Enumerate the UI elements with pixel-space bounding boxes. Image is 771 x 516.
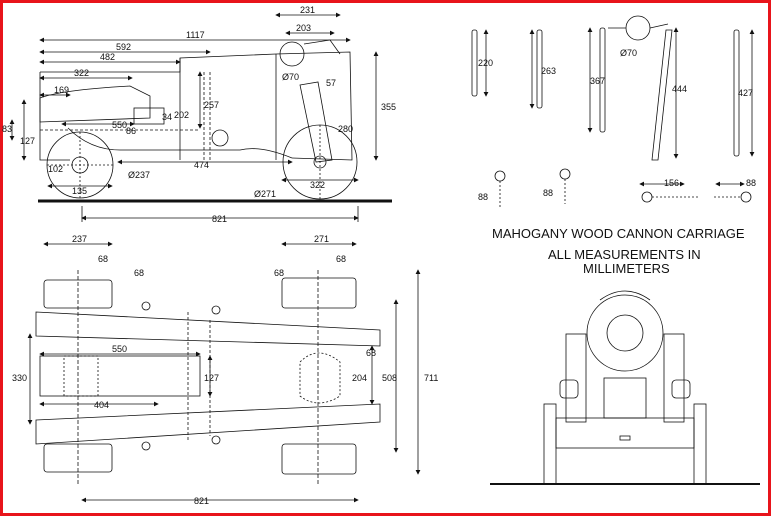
bore [606,314,644,352]
dim-plan-821: 821 [194,496,209,506]
dim-57: 57 [326,78,336,88]
dim-367: 367 [590,76,605,86]
plan-cheek-bottom [35,403,381,445]
plan-view [27,241,421,503]
dim-plan-204: 204 [352,373,367,383]
dim-203: 203 [296,23,311,33]
cheek-right [663,333,685,423]
dim-592: 592 [116,42,131,52]
rod-444 [651,29,673,161]
dim-34: 34 [162,112,172,122]
dim-135: 135 [72,186,87,196]
dim-plan-404: 404 [94,400,109,410]
plan-labels: 237 271 68 68 68 68 68 550 330 127 404 2… [12,234,438,506]
axle-tree [555,417,695,449]
dim-plan-127: 127 [204,373,219,383]
dim-plan-68c: 68 [274,268,284,278]
pin-427 [733,29,740,157]
pin-220 [471,29,478,97]
dim-220: 220 [478,58,493,68]
eyebolt-c [641,191,653,203]
plan-cheek-top [35,311,381,347]
title-line-2: ALL MEASUREMENTS IN [548,247,701,262]
dim-plan-68e: 68 [366,348,376,358]
dim-plan-330: 330 [12,373,27,383]
title-line-3: MILLIMETERS [583,261,670,276]
dim-88b: 88 [543,188,553,198]
dim-474: 474 [194,160,209,170]
dim-355: 355 [381,102,396,112]
dim-169: 169 [54,85,69,95]
dim-86: 86 [126,126,136,136]
dim-102: 102 [48,164,63,174]
dim-322-top: 322 [74,68,89,78]
pin-263 [536,29,543,109]
dim-plan-237: 237 [72,234,87,244]
dim-1117: 1117 [186,30,205,40]
lever-arm [299,81,333,163]
dim-plan-68b: 68 [134,268,144,278]
bed-front [603,377,647,419]
dim-d237: Ø237 [128,170,150,180]
parts-detail [471,15,755,208]
side-view [9,12,392,222]
dim-444: 444 [672,84,687,94]
dim-plan-508: 508 [382,373,397,383]
dim-280: 280 [338,124,353,134]
dim-plan-68d: 68 [336,254,346,264]
dim-parts-d70: Ø70 [620,48,637,58]
dim-156: 156 [664,178,679,188]
dim-plan-711: 711 [424,373,438,383]
front-view [490,290,760,485]
dim-322-bottom: 322 [310,180,325,190]
dim-88a: 88 [478,192,488,202]
cheek-left [565,333,587,423]
wheel-right [693,403,707,485]
barrel-muzzle [586,294,664,372]
part-labels: 220 263 367 Ø70 444 427 88 88 156 88 [478,48,756,202]
dim-88c: 88 [746,178,756,188]
title-line-1: MAHOGANY WOOD CANNON CARRIAGE [492,226,745,241]
side-labels: 231 203 1117 592 482 322 169 83 127 34 2… [2,5,396,224]
dim-83: 83 [2,124,12,134]
drawing-title: MAHOGANY WOOD CANNON CARRIAGE ALL MEASUR… [492,226,745,276]
pin-367 [599,27,606,133]
dim-127: 127 [20,136,35,146]
dim-202: 202 [174,110,189,120]
dim-plan-550: 550 [112,344,127,354]
plan-front-wheel-bottom [281,443,357,475]
dim-550: 550 [112,120,127,130]
trunnion-cap [625,15,651,41]
dim-plan-271: 271 [314,234,329,244]
dim-821-side: 821 [212,214,227,224]
dim-231: 231 [300,5,315,15]
wheel-left [543,403,557,485]
dim-plan-68a: 68 [98,254,108,264]
dim-d70: Ø70 [282,72,299,82]
dim-427: 427 [738,88,753,98]
dim-257: 257 [204,100,219,110]
dim-482: 482 [100,52,115,62]
dim-d271: Ø271 [254,189,276,199]
eyebolt-a [494,170,506,182]
dim-263: 263 [541,66,556,76]
eyebolt-b [559,168,571,180]
eyebolt-d [740,191,752,203]
plan-front-wheel-top [281,277,357,309]
